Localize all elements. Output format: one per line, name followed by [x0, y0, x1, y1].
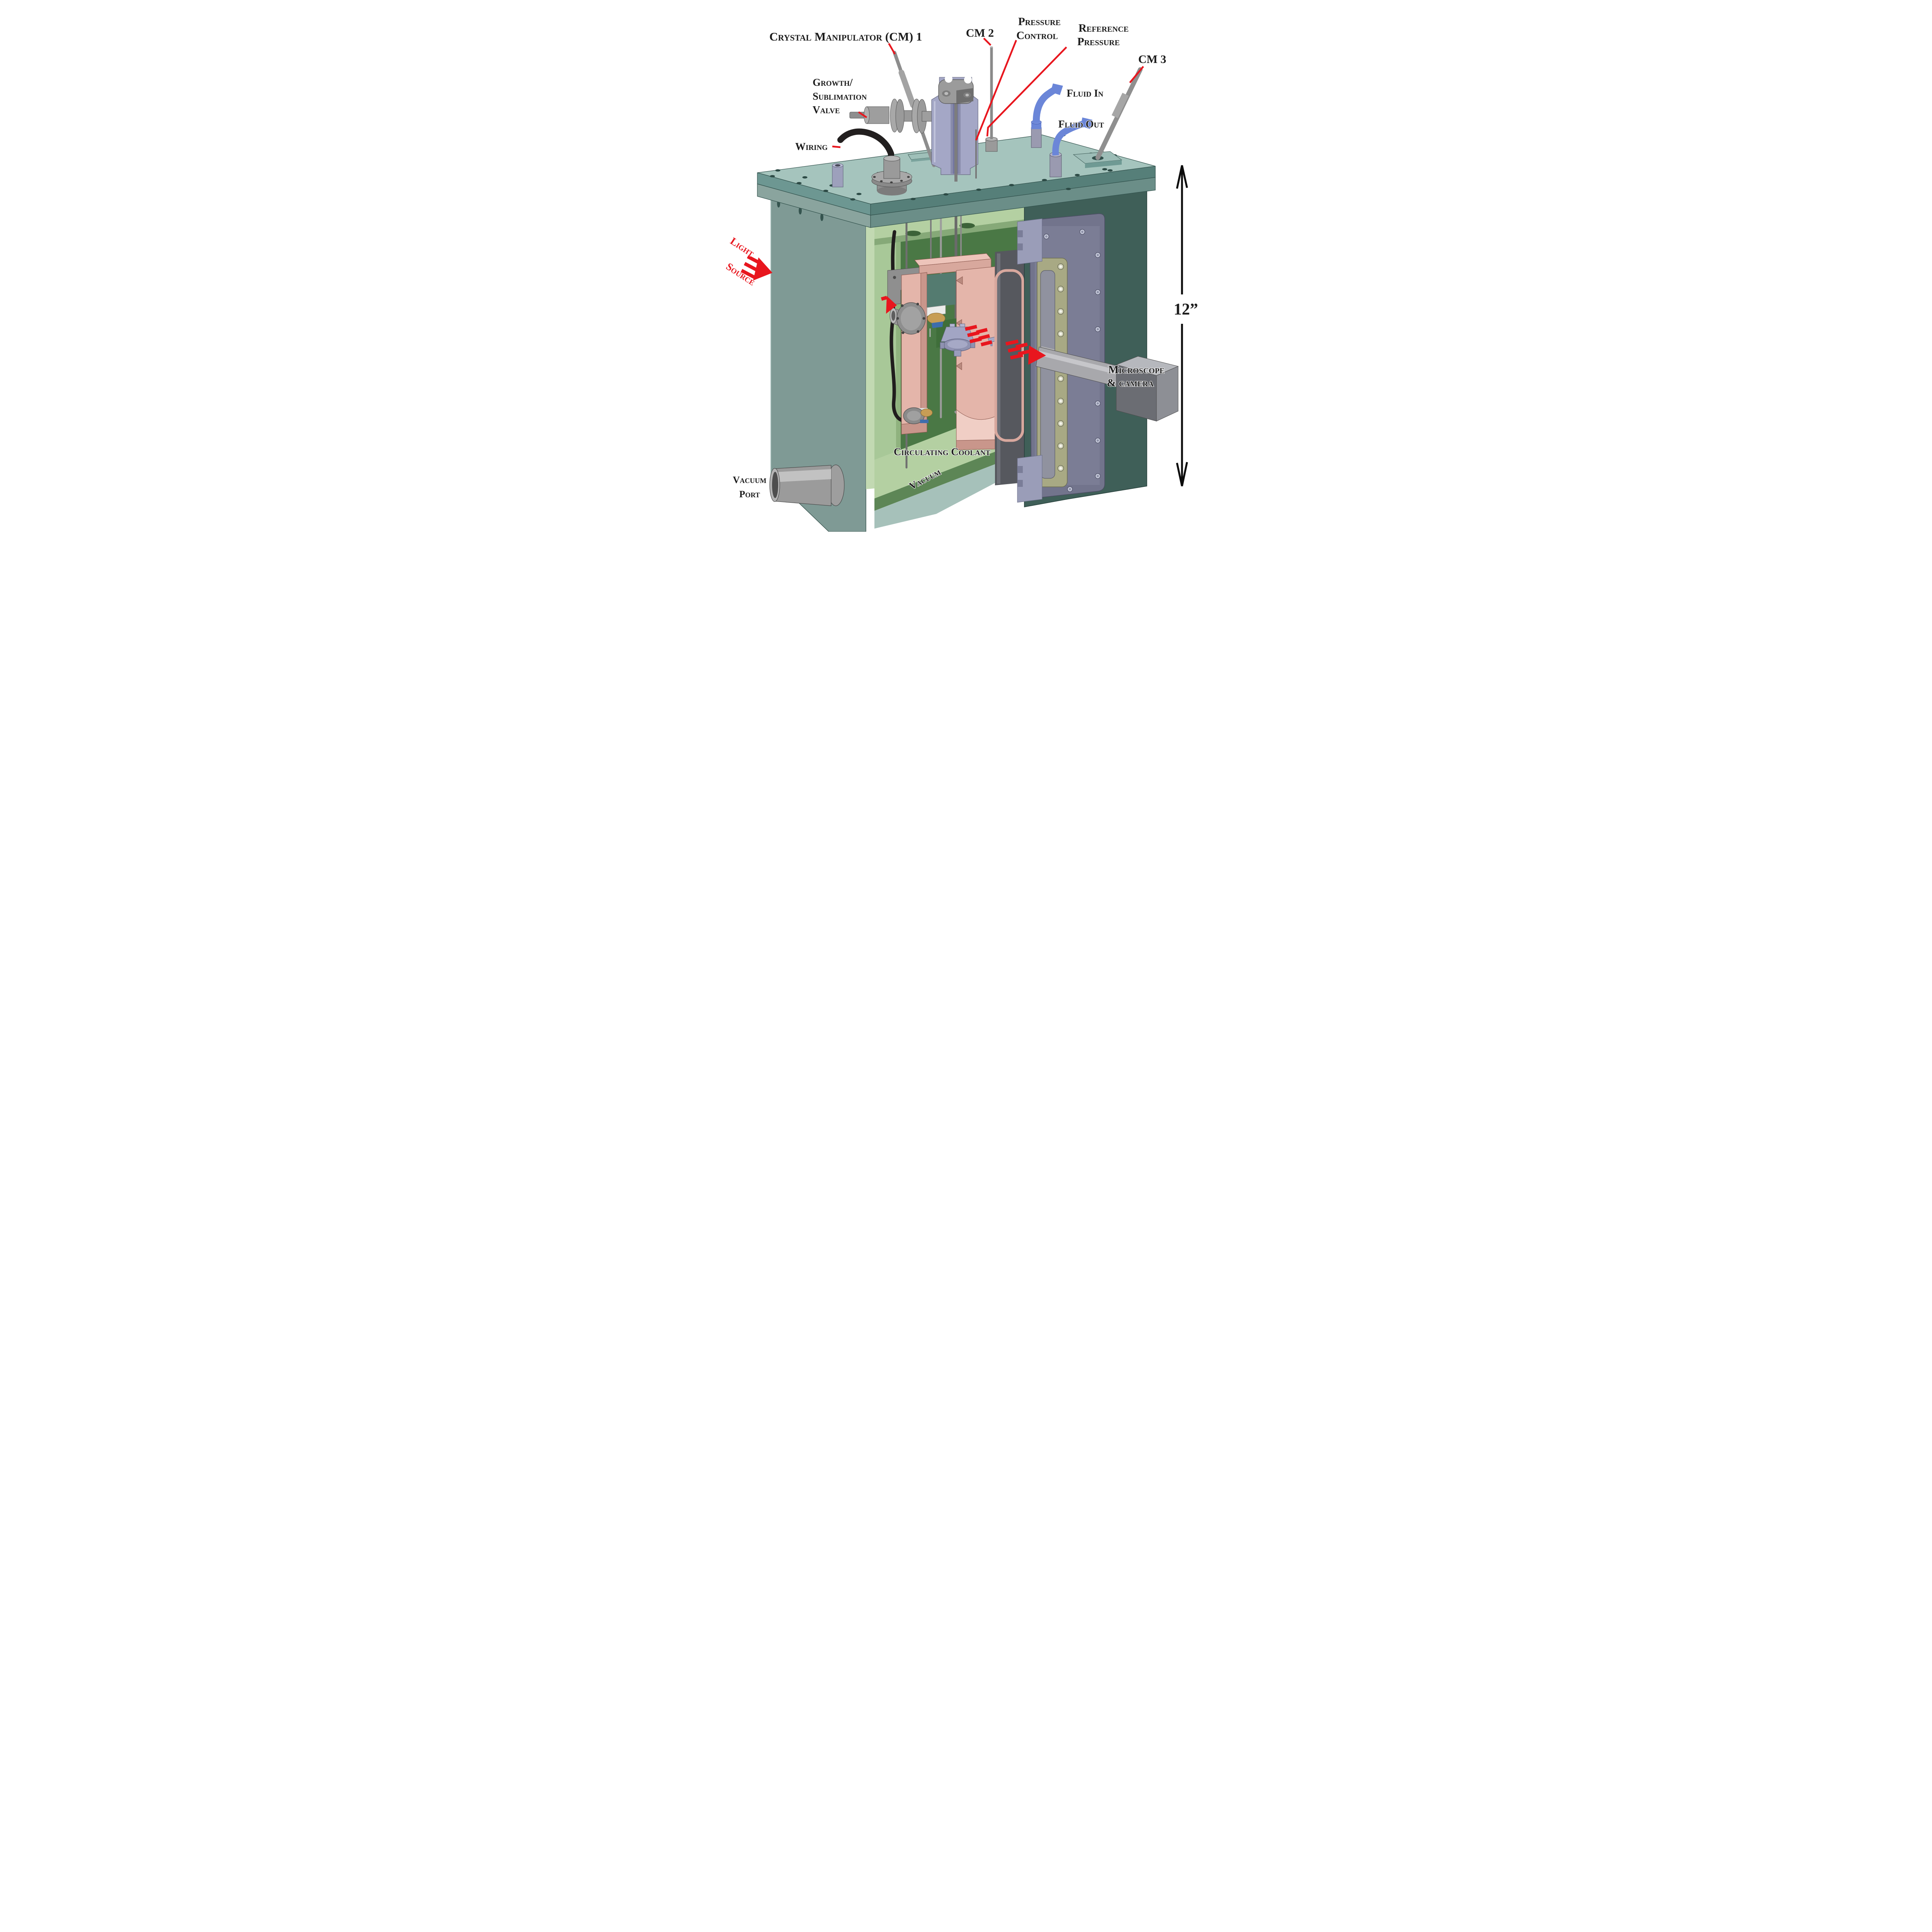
manipulator-tower — [931, 75, 978, 182]
label-microscope-2: & camera — [1107, 377, 1154, 389]
beam-rod-hole — [959, 223, 975, 228]
label-light-source-1: Light — [728, 235, 756, 259]
fluid-in-port — [1031, 127, 1041, 148]
dimension-arrow-up-icon — [1176, 165, 1188, 189]
dimension-arrow-down-icon — [1176, 462, 1188, 486]
cell-notch — [956, 362, 962, 370]
label-circulating-coolant: Circulating Coolant — [893, 446, 990, 457]
left-outer-wall — [770, 196, 874, 532]
feedthrough-bolts — [873, 176, 910, 184]
leader-wiring — [832, 145, 840, 148]
light-source-arrowhead-icon — [753, 257, 772, 281]
light-path-dashes-cell — [964, 325, 992, 347]
growth-sublimation-valve — [849, 99, 933, 134]
coolant-top-beam-edge — [870, 219, 1024, 246]
coolant-floor-edge — [874, 440, 1024, 511]
cm-side-flange — [889, 302, 926, 335]
annotation-labels: Crystal Manipulator (CM) 1 CM 2 CM 3 Pre… — [724, 15, 1167, 500]
label-reference-pressure-2: Pressure — [1077, 36, 1120, 48]
leader-pressure-control — [975, 40, 1017, 141]
window-plate-dark — [995, 249, 1027, 485]
tower-center-rod — [954, 88, 957, 182]
crystal-holder-assembly — [927, 305, 946, 337]
annotation-leaders — [832, 37, 1144, 148]
height-dimension: 12” — [1173, 165, 1198, 486]
cell-left-column — [901, 273, 921, 427]
chamber-cutaway-diagram: 12” Crystal Manipulator (CM) 1 CM 2 CM 3… — [724, 15, 1198, 532]
chamber-interior-cutaway — [870, 203, 1024, 529]
label-growth-2: Sublimation — [813, 90, 867, 102]
light-path-arrow-to-microscope — [1005, 339, 1046, 365]
blue-wedge — [931, 321, 943, 328]
label-cm3: CM 3 — [1138, 53, 1166, 66]
cm3-assembly — [1073, 67, 1143, 168]
label-fluid-in: Fluid In — [1066, 87, 1103, 99]
wiring-cable — [837, 128, 894, 163]
lid-flange-right — [870, 177, 1156, 228]
dimension-label: 12” — [1173, 301, 1198, 318]
cm3-rod-sleeve — [1111, 93, 1129, 118]
vacuum-gap-floor — [874, 453, 1024, 529]
leader-reference-pressure — [986, 46, 1067, 137]
leader-cm1 — [888, 43, 896, 55]
tower-cap — [938, 75, 974, 104]
label-wiring: Wiring — [795, 141, 827, 152]
wiring-feedthrough — [837, 128, 912, 196]
label-pressure-control-1: Pressure — [1018, 15, 1061, 28]
flange-bolts — [896, 303, 925, 334]
camera-cube-side — [1156, 366, 1178, 422]
fluid-in-arrow — [1032, 85, 1059, 123]
fluid-in-assembly — [1031, 83, 1063, 148]
cold-plate-blocks — [1017, 218, 1042, 503]
label-growth-1: Growth/ — [813, 77, 853, 88]
light-source-arrow — [740, 255, 772, 281]
window-glass-opening — [1040, 270, 1055, 479]
fluid-out-port — [1049, 154, 1061, 177]
label-reference-pressure-1: Reference — [1078, 22, 1129, 34]
label-light-source-2: Source — [724, 260, 757, 288]
label-crystal-manipulator-1: Crystal Manipulator (CM) 1 — [769, 30, 922, 43]
leader-valve — [858, 111, 867, 118]
window-plate-strip — [997, 253, 1000, 484]
label-vacuum-port-2: Port — [739, 489, 760, 500]
cell-left-cutface — [920, 272, 927, 425]
label-microscope-1: Microscope — [1108, 364, 1164, 376]
window-frame-olive — [1036, 258, 1068, 487]
vacuum-port-assembly — [769, 464, 845, 506]
lower-feed-assembly — [903, 407, 932, 424]
diagram-page: 12” Crystal Manipulator (CM) 1 CM 2 CM 3… — [720, 0, 1213, 532]
label-pressure-control-2: Control — [1016, 29, 1058, 42]
wall-cut-face-green — [866, 224, 874, 489]
fluid-out-arrow — [1052, 119, 1088, 156]
microscope-camera-assembly — [1035, 347, 1179, 422]
label-vacuum-port-1: Vacuum — [733, 475, 766, 485]
light-path-arrowhead-icon — [1028, 345, 1046, 365]
leader-cm3 — [1129, 66, 1144, 83]
fluid-out-assembly — [1049, 117, 1092, 177]
label-growth-3: Valve — [813, 104, 840, 116]
beam-rod-hole — [905, 231, 921, 236]
cell-window-backdrop — [927, 272, 956, 308]
label-cm2: CM 2 — [966, 27, 993, 39]
small-lid-cylinder — [832, 163, 843, 187]
label-fluid-out: Fluid Out — [1058, 118, 1104, 130]
light-path-inner-arrow — [881, 296, 897, 314]
leader-cm2 — [983, 37, 992, 46]
bracket-hole — [893, 276, 896, 279]
cell-notch — [956, 276, 963, 285]
